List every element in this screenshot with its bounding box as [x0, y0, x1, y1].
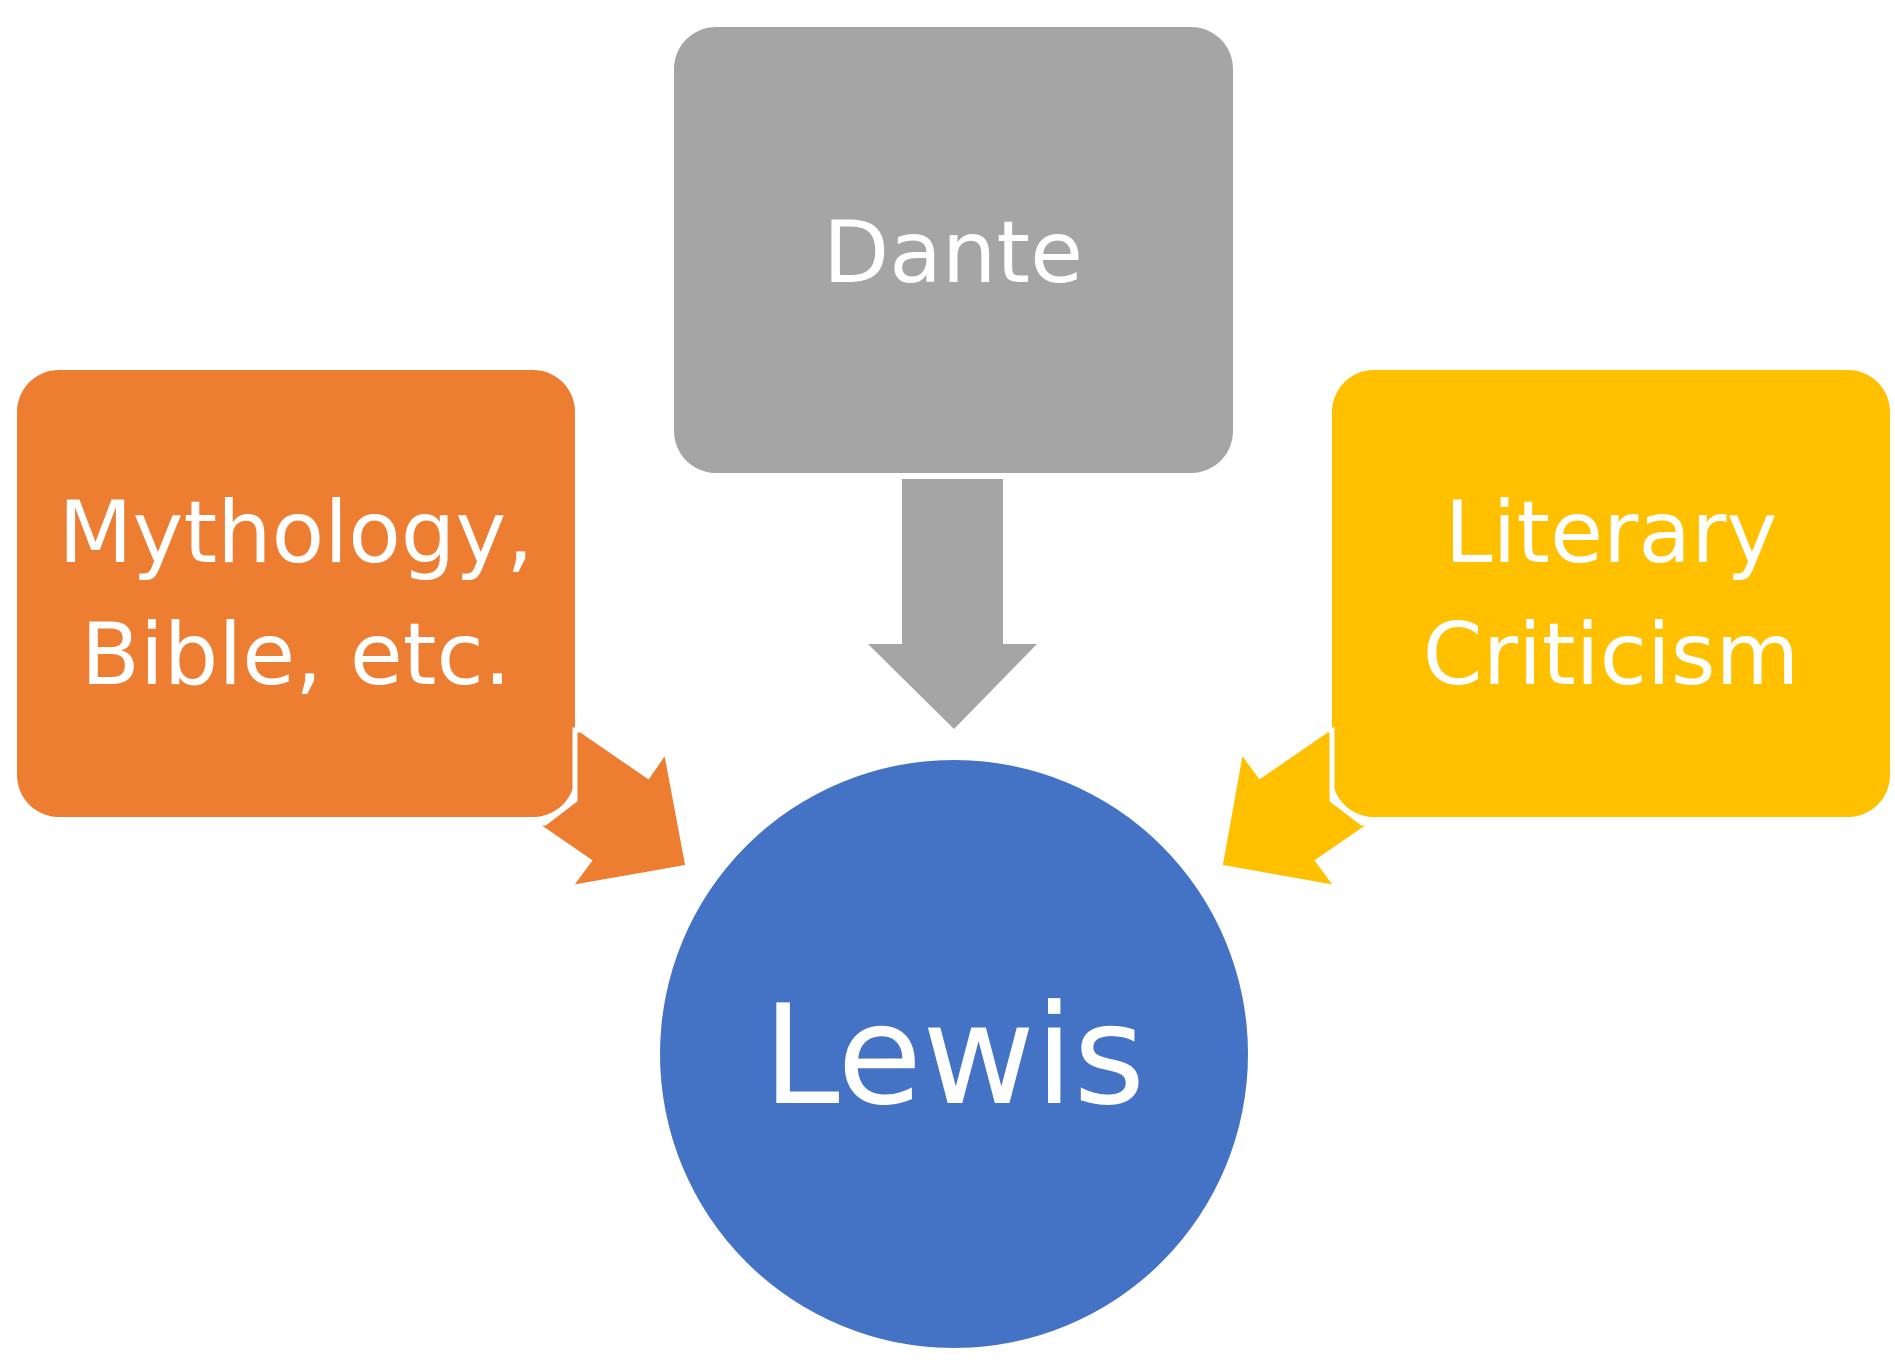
arrow-dante-to-lewis — [868, 479, 1037, 729]
mythology-label-line2: Bible, etc. — [81, 605, 511, 705]
lewis-label: Lewis — [763, 975, 1145, 1136]
arrow-mythology-to-lewis — [525, 727, 691, 892]
arrow-literary-to-lewis — [1217, 727, 1382, 892]
literary-box — [1332, 370, 1890, 817]
node-mythology: Mythology, Bible, etc. — [17, 370, 575, 817]
mythology-box — [17, 370, 575, 817]
node-dante: Dante — [674, 27, 1233, 473]
dante-label: Dante — [823, 203, 1083, 303]
node-literary: Literary Criticism — [1332, 370, 1890, 817]
mythology-label-line1: Mythology, — [58, 483, 533, 583]
node-lewis: Lewis — [660, 760, 1248, 1348]
dante-box — [674, 27, 1233, 473]
literary-label-line1: Literary — [1445, 483, 1778, 583]
literary-label-line2: Criticism — [1423, 605, 1800, 705]
lewis-circle — [660, 760, 1248, 1348]
